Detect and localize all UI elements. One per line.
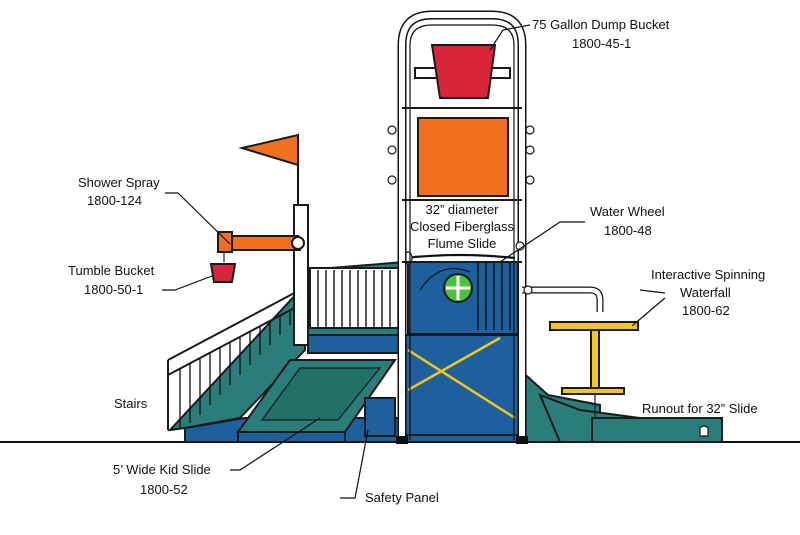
leader-lines: [162, 24, 666, 499]
spinning-waterfall: [549, 321, 639, 418]
stairs: [167, 289, 306, 432]
tower-frame: [387, 10, 535, 444]
tower-lower-deck: [404, 261, 521, 436]
safety-panel: [364, 397, 396, 437]
stairs-label: Stairs: [114, 396, 148, 411]
water-wheel: [419, 268, 473, 303]
runout-label: Runout for 32” Slide: [642, 401, 758, 416]
tumble-bucket-code: 1800-50-1: [84, 282, 143, 297]
upper-deck: [304, 260, 409, 354]
flag: [238, 133, 299, 210]
dump-bucket: [414, 44, 511, 99]
kid-slide-name: 5’ Wide Kid Slide: [113, 462, 211, 477]
water-wheel-code: 1800-48: [604, 223, 652, 238]
flume-slide-line2: Closed Fiberglass: [410, 219, 515, 234]
kid-slide-code: 1800-52: [140, 482, 188, 497]
shower-post: [217, 204, 309, 346]
shower-spray-code: 1800-124: [87, 193, 142, 208]
flume-slide-tube: [404, 253, 516, 260]
kid-slide: [236, 359, 397, 443]
runout-slide: [538, 393, 723, 443]
shower-spray-name: Shower Spray: [78, 175, 160, 190]
dump-bucket-name: 75 Gallon Dump Bucket: [532, 17, 670, 32]
flume-slide-line1: 32” diameter: [426, 202, 500, 217]
flume-slide-line3: Flume Slide: [428, 236, 497, 251]
dump-bucket-code: 1800-45-1: [572, 36, 631, 51]
water-wheel-name: Water Wheel: [590, 204, 665, 219]
spinning-waterfall-line1: Interactive Spinning: [651, 267, 765, 282]
spinning-waterfall-code: 1800-62: [682, 303, 730, 318]
spinning-waterfall-line2: Waterfall: [680, 285, 731, 300]
waterfall-pipe: [522, 286, 604, 312]
tumble-bucket: [209, 252, 237, 283]
safety-panel-label: Safety Panel: [365, 490, 439, 505]
orange-panel: [417, 117, 509, 197]
tumble-bucket-name: Tumble Bucket: [68, 263, 155, 278]
